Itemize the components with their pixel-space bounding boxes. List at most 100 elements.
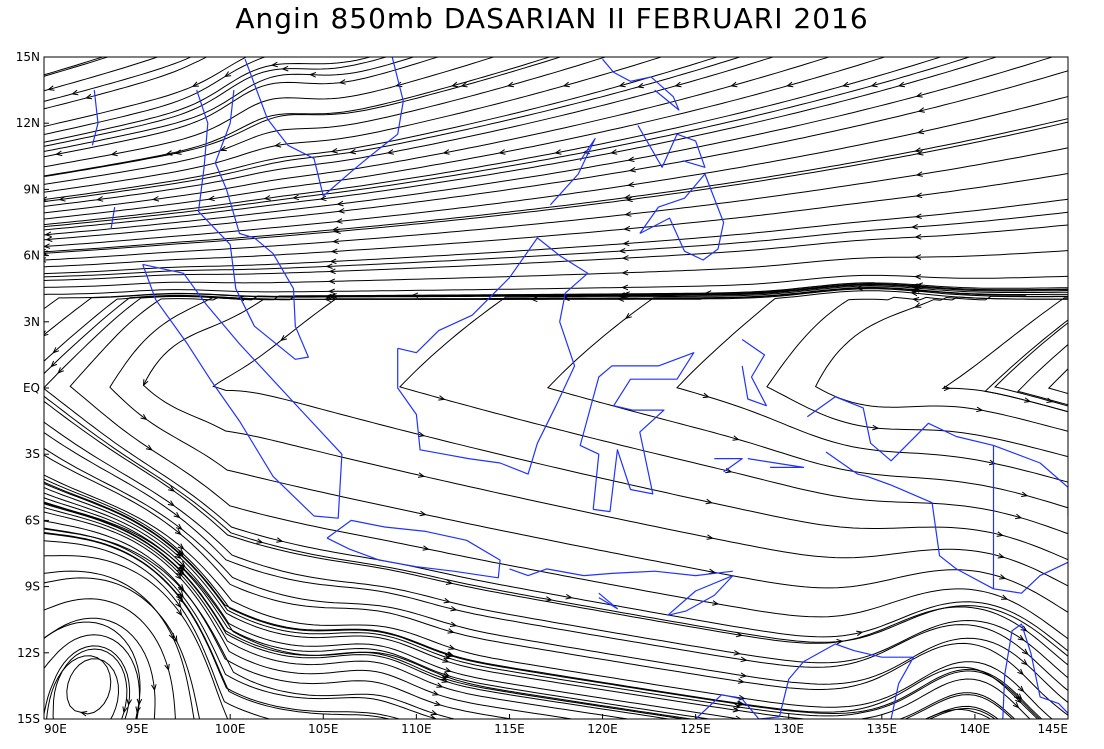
- streamline-arrow: [329, 293, 337, 299]
- x-tick-label: 115E: [494, 722, 525, 736]
- streamline: [44, 532, 401, 719]
- streamline: [44, 492, 1016, 719]
- streamline-arrow: [263, 195, 271, 201]
- streamline: [44, 57, 943, 226]
- streamline-arrow: [617, 292, 625, 299]
- coastlines: [91, 57, 1068, 719]
- streamline-arrow: [126, 698, 133, 706]
- streamline-arrow: [737, 700, 745, 706]
- streamline-arrow: [1017, 634, 1025, 641]
- streamline: [44, 121, 1068, 254]
- streamline: [44, 57, 831, 214]
- streamline: [44, 282, 1068, 362]
- streamline-arrow: [177, 543, 185, 550]
- streamline-arrow: [1024, 397, 1032, 403]
- coastline: [397, 237, 589, 475]
- coastline: [667, 575, 734, 616]
- streamline-arrow: [84, 93, 93, 100]
- streamline-arrow: [989, 459, 997, 466]
- y-tick-label: 9S: [25, 580, 40, 594]
- coastline: [1002, 623, 1068, 719]
- streamline-arrow: [175, 523, 183, 530]
- streamline-arrow: [151, 196, 160, 202]
- streamline-arrow: [914, 302, 922, 308]
- x-tick-label: 135E: [867, 722, 898, 736]
- streamline-arrow: [706, 534, 714, 540]
- streamline-arrow: [610, 149, 618, 155]
- streamline: [44, 482, 1041, 719]
- streamline: [1017, 343, 1068, 406]
- streamline-arrow: [136, 698, 143, 706]
- streamline-arrow: [872, 424, 880, 431]
- streamline-arrow: [179, 560, 186, 568]
- streamline: [44, 70, 1068, 241]
- coastline: [825, 451, 1068, 594]
- streamline-arrow: [444, 667, 452, 673]
- streamline-arrow: [47, 85, 55, 91]
- streamline-arrow: [841, 81, 850, 88]
- streamline-arrow: [914, 254, 922, 260]
- y-tick-label: 6N: [23, 249, 40, 263]
- streamline-arrow: [460, 82, 468, 88]
- streamline-arrow: [1000, 594, 1009, 600]
- y-tick-label: 15S: [17, 712, 40, 726]
- streamline-arrow: [274, 142, 282, 148]
- streamline-arrow: [167, 500, 175, 507]
- streamline-arrow: [29, 229, 35, 234]
- coastline: [637, 125, 706, 168]
- streamline-arrow: [1046, 397, 1054, 403]
- map-title: Angin 850mb DASARIAN II FEBRUARI 2016: [235, 2, 869, 35]
- x-tick-label: 90E: [44, 722, 67, 736]
- y-tick-label: 3S: [25, 447, 40, 461]
- streamline: [44, 621, 141, 719]
- streamline-arrow: [836, 638, 844, 645]
- streamline: [44, 147, 1068, 261]
- streamline-arrow: [705, 498, 713, 505]
- streamline-arrow: [71, 89, 79, 96]
- streamline-arrow: [731, 724, 737, 729]
- streamline: [44, 497, 1014, 719]
- streamline-arrow: [1017, 685, 1025, 693]
- streamline-arrow: [1015, 732, 1021, 737]
- streamline: [44, 57, 373, 143]
- streamline-arrow: [733, 650, 741, 656]
- streamline: [44, 57, 887, 220]
- streamline-arrow: [447, 628, 455, 634]
- streamline-arrow: [1021, 491, 1029, 497]
- streamline-arrow: [432, 690, 440, 696]
- streamline-arrow: [1014, 720, 1020, 725]
- streamline-arrow: [219, 145, 227, 152]
- y-tick-label: 15N: [16, 50, 40, 64]
- streamline: [44, 57, 775, 207]
- streamline-arrow: [915, 171, 923, 177]
- streamline-arrow: [565, 593, 573, 600]
- coastline: [714, 458, 743, 473]
- streamline-arrow: [912, 297, 920, 303]
- streamline-arrow: [151, 684, 157, 692]
- streamline: [44, 57, 562, 178]
- streamline-arrow: [34, 275, 40, 280]
- streamline-arrow: [916, 128, 925, 135]
- streamline: [44, 503, 992, 719]
- coastline: [695, 643, 915, 719]
- streamline-arrow: [430, 710, 439, 716]
- streamline-arrow: [328, 268, 336, 275]
- streamline: [44, 173, 1068, 268]
- streamline-arrow: [735, 631, 743, 638]
- streamline: [398, 285, 1068, 535]
- streamline: [44, 598, 176, 719]
- streamline: [44, 421, 1068, 679]
- streamline-arrow: [621, 269, 629, 276]
- streamline: [44, 57, 552, 177]
- streamline-arrow: [309, 72, 317, 78]
- streamline-arrow: [325, 263, 333, 269]
- coastline: [741, 339, 767, 407]
- streamline-arrow: [999, 574, 1007, 580]
- coastline: [110, 207, 116, 230]
- streamline-arrow: [910, 284, 918, 290]
- streamline-arrow: [997, 553, 1005, 559]
- streamline: [44, 528, 457, 719]
- streamline-arrow: [443, 654, 451, 660]
- streamline-arrow: [79, 711, 88, 717]
